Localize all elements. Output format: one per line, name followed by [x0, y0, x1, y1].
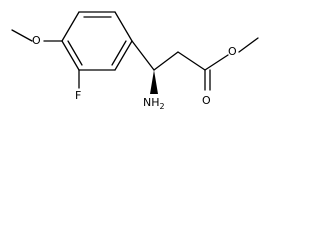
- benzene-ring: [61, 11, 133, 71]
- methoxy-oxygen-label: O: [32, 34, 41, 47]
- chemical-structure-canvas: O F NH2 O O: [11, 11, 259, 111]
- bond-ring-chiral-carbon: [131, 40, 155, 71]
- stereo-wedge-bond: [150, 70, 158, 94]
- ring-double-bond-right: [111, 40, 127, 66]
- ester-chain: O O: [153, 37, 259, 107]
- ring-bond-c4-c5: [114, 11, 133, 42]
- carbonyl-oxygen-label: O: [202, 94, 211, 107]
- fluoro-substituent: F: [75, 69, 81, 102]
- ring-bond-c2-c3: [61, 11, 80, 42]
- bond-chiral-to-ch2: [153, 51, 179, 71]
- ring-bond-c5-c6: [114, 40, 133, 71]
- fluorine-label: F: [75, 89, 81, 102]
- bond-ch2-to-carbonyl: [177, 51, 206, 71]
- ester-oxygen-label: O: [228, 45, 237, 58]
- bond-carbonyl-to-ester-o: [204, 54, 229, 71]
- molecule-drawing: O F NH2 O O: [11, 11, 259, 111]
- bond-ester-o-methyl: [238, 37, 259, 53]
- methoxy-group: O: [11, 29, 63, 47]
- amine-label: NH2: [143, 96, 165, 111]
- chiral-center: NH2: [131, 40, 165, 111]
- bond-o-methyl: [11, 29, 33, 42]
- ring-double-bond-left: [67, 40, 83, 66]
- ring-bond-c1-c2: [61, 40, 80, 71]
